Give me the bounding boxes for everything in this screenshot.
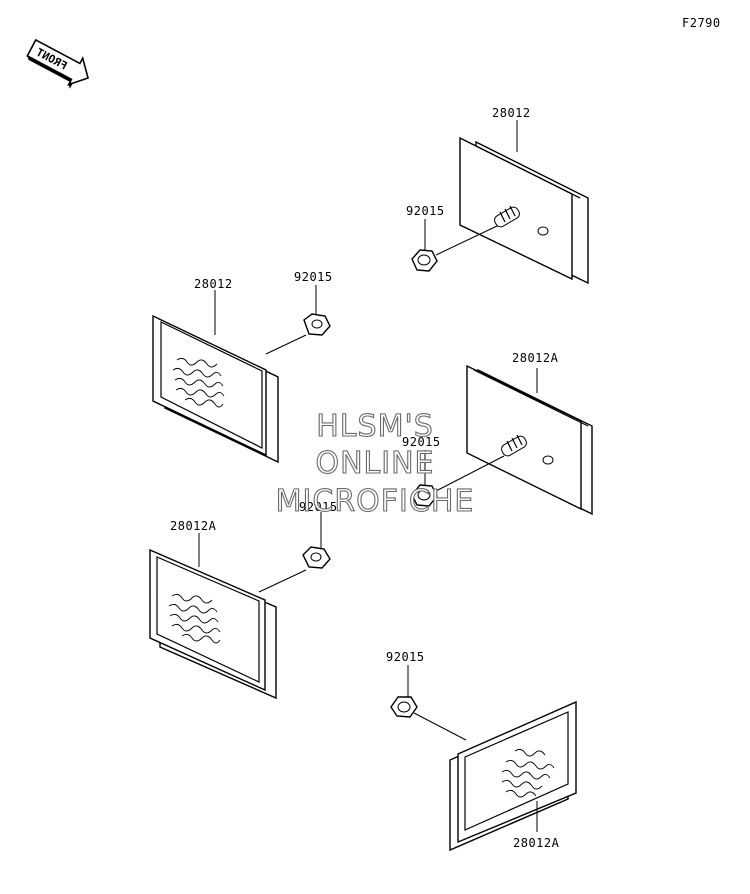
stud-icon bbox=[501, 434, 527, 457]
reflector-right-middle bbox=[466, 364, 593, 516]
part-label: 92015 bbox=[299, 500, 338, 514]
front-arrow-icon: FRONT bbox=[26, 38, 89, 89]
watermark-line: ONLINE bbox=[315, 446, 434, 481]
part-label: 28012 bbox=[492, 106, 531, 120]
nut-left-lower bbox=[302, 546, 331, 569]
watermark-line: HLSM'S bbox=[316, 409, 434, 444]
reflector-bottom-right bbox=[449, 700, 577, 852]
leader-line bbox=[435, 225, 498, 256]
watermark: HLSM'S ONLINE MICROFICHE bbox=[275, 408, 475, 519]
reflector-left-upper bbox=[152, 314, 279, 464]
nut-bottom-right bbox=[390, 696, 418, 718]
reflective-pattern bbox=[172, 357, 225, 408]
part-label: 28012A bbox=[170, 519, 217, 533]
part-label: 28012 bbox=[194, 277, 233, 291]
nut-top-right bbox=[411, 249, 438, 272]
figure-code: F2790 bbox=[682, 16, 721, 30]
part-label: 28012A bbox=[513, 836, 560, 850]
reflective-pattern bbox=[501, 748, 555, 798]
part-label: 92015 bbox=[386, 650, 425, 664]
nut-right-middle bbox=[411, 484, 438, 507]
reflector-top-right bbox=[459, 136, 589, 285]
nut-left-upper bbox=[303, 313, 331, 336]
reflective-pattern bbox=[168, 593, 221, 644]
stud-icon bbox=[494, 205, 520, 228]
part-label: 92015 bbox=[294, 270, 333, 284]
part-label: 92015 bbox=[402, 435, 441, 449]
part-label: 92015 bbox=[406, 204, 445, 218]
reflector-left-lower bbox=[149, 548, 277, 700]
part-label: 28012A bbox=[512, 351, 559, 365]
watermark-line: MICROFICHE bbox=[276, 484, 475, 519]
